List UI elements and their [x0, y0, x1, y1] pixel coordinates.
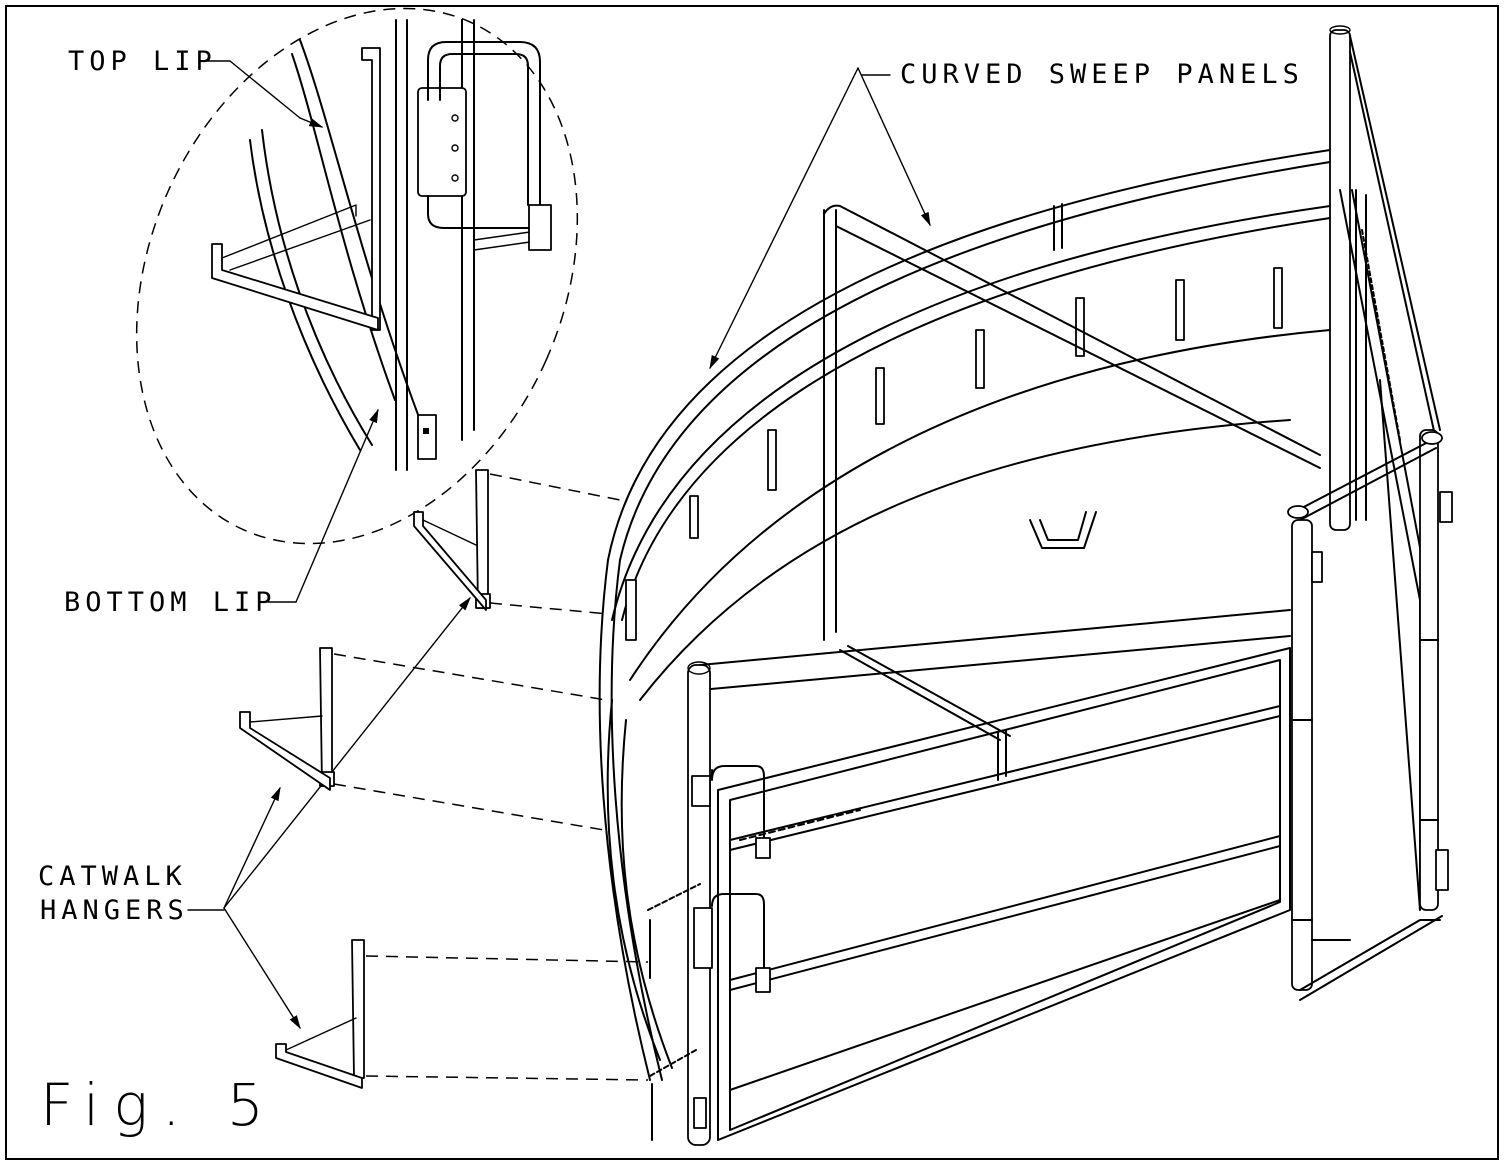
slot-row: [625, 267, 1283, 641]
label-catwalk-line2: HANGERS: [40, 895, 189, 926]
detail-callout: [135, 7, 579, 545]
label-bottom-lip-text: BOTTOM LIP: [64, 587, 277, 618]
page-border: [5, 5, 1499, 1160]
label-top-lip: TOP LIP: [68, 46, 324, 128]
label-bottom-lip: BOTTOM LIP: [64, 408, 379, 618]
label-curved-sweep-panels: CURVED SWEEP PANELS: [709, 59, 1304, 370]
label-top-lip-text: TOP LIP: [68, 46, 217, 77]
front-gate: [691, 647, 1291, 1141]
catwalk-hanger-3: [275, 939, 649, 1089]
catwalk-hanger-1: [413, 469, 621, 615]
catwalk-hanger-2: [239, 647, 607, 831]
figure-caption: Fig. 5: [40, 1071, 278, 1139]
label-catwalk-hangers: CATWALK HANGERS: [38, 596, 471, 1030]
label-catwalk-line1: CATWALK: [38, 861, 187, 892]
detail-ellipse: [135, 7, 579, 545]
label-curved-sweep-panels-text: CURVED SWEEP PANELS: [900, 59, 1304, 90]
sweep-assembly: [598, 25, 1453, 1146]
